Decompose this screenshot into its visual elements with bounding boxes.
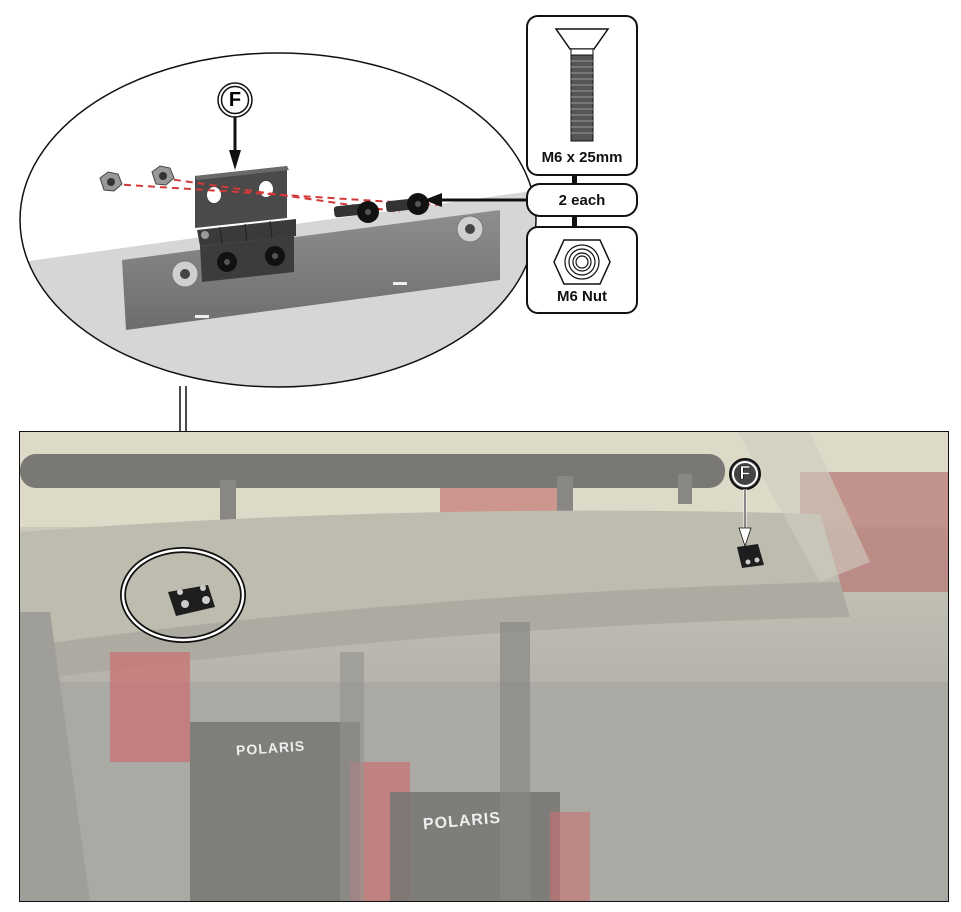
quantity-label: 2 each	[558, 192, 606, 209]
bolt-size-label: M6 x 25mm	[541, 149, 623, 166]
photo-reference-f-callout	[729, 458, 761, 548]
hex-nut-icon	[553, 239, 611, 285]
bolt-callout-box: M6 x 25mm	[526, 15, 638, 176]
quantity-callout-box: 2 each	[526, 183, 638, 217]
photo-hinge-left	[168, 585, 215, 616]
detail-reference-letter: F	[228, 89, 242, 111]
reference-f-callout	[217, 82, 253, 170]
exploded-bolt-1	[333, 201, 379, 223]
exploded-nut-2	[151, 165, 175, 186]
detail-ellipse-view	[19, 52, 577, 440]
seat-red-left	[110, 652, 190, 762]
bolt-icon	[554, 28, 610, 142]
strip-screw-right	[456, 215, 484, 243]
roof-rack-bar	[20, 454, 725, 488]
exploded-nut-1	[99, 171, 123, 192]
mounting-strip	[122, 210, 500, 330]
hinge-icon	[195, 166, 296, 282]
nut-size-label: M6 Nut	[557, 288, 607, 305]
photo-reference-letter: F	[739, 463, 751, 484]
photo-hinge-right	[737, 544, 764, 568]
strip-screw-left	[171, 260, 199, 288]
nut-callout-box: M6 Nut	[526, 226, 638, 314]
vehicle-roof-photo: F POLARIS POLARIS	[19, 431, 949, 902]
exploded-bolt-2	[385, 193, 429, 215]
